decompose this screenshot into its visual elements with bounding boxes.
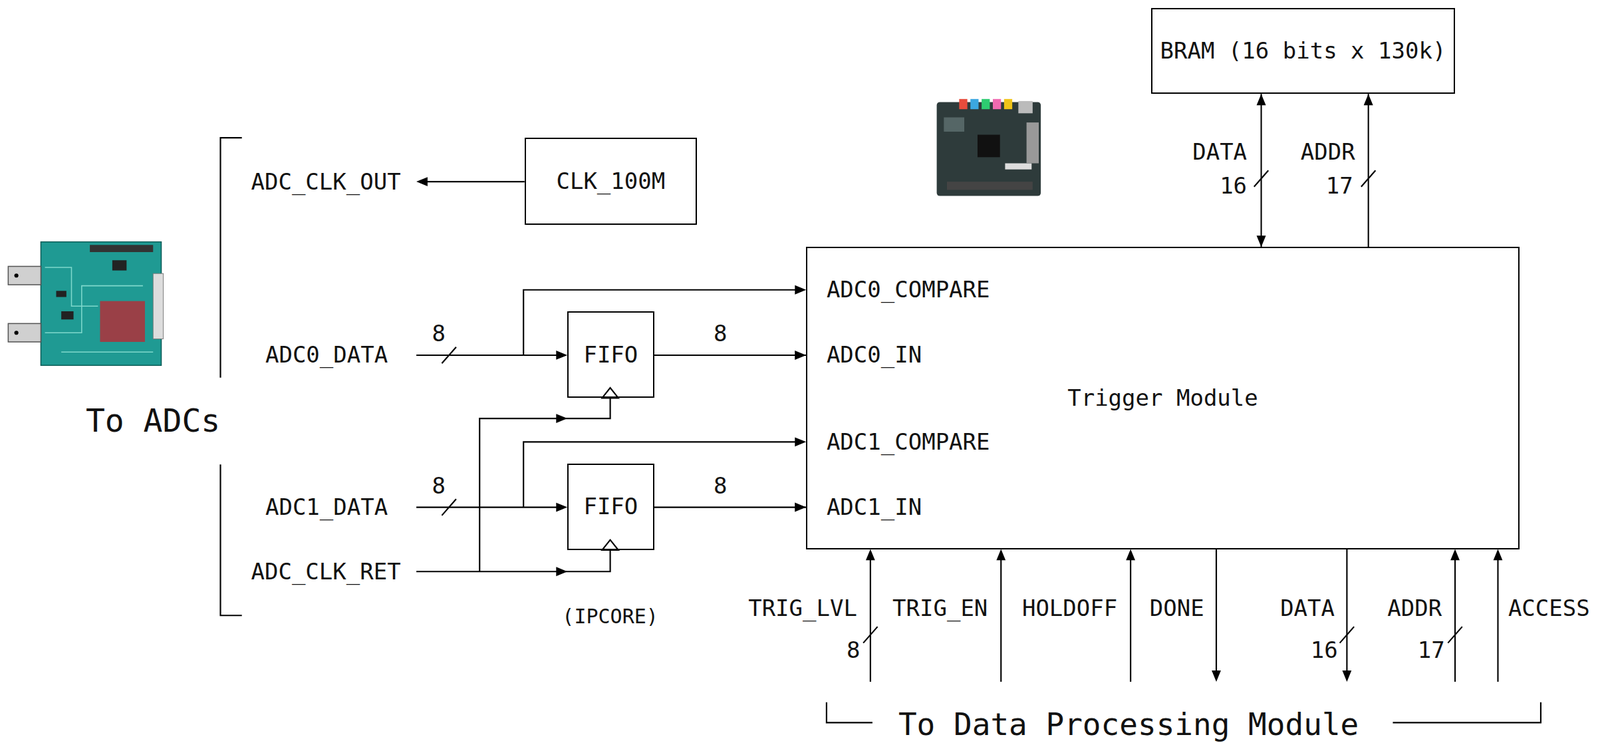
edge-label: DATA (1192, 138, 1247, 165)
bus-width: 8 (432, 472, 446, 499)
box-text: FIFO (583, 341, 638, 368)
signal-name: ADC1_DATA (265, 494, 388, 521)
connector-line (1367, 93, 1370, 247)
arrowhead (794, 350, 806, 360)
bus-width: 8 (432, 320, 446, 347)
port-name: ADC1_COMPARE (826, 428, 991, 455)
signal-name: ADC_CLK_OUT (250, 168, 401, 195)
signal-name: ADDR (1387, 595, 1442, 622)
box-text: CLK_100M (555, 168, 666, 195)
edge-label: ADDR (1300, 138, 1356, 165)
signal-name: DONE (1149, 595, 1205, 622)
wire-arrowheads (416, 176, 1503, 682)
signal-wires (220, 137, 1541, 723)
arrowhead (1256, 235, 1267, 247)
connector-line (654, 506, 807, 509)
bus-width: 17 (1326, 172, 1354, 199)
edge-label: 8 (713, 320, 727, 347)
signal-name: ADC0_DATA (265, 341, 388, 368)
box-text: Trigger Module (1067, 385, 1259, 411)
port-name: ADC1_IN (826, 494, 922, 521)
signal-name: ADC_CLK_RET (250, 558, 401, 585)
connector (654, 502, 807, 513)
group-label: To Data Processing Module (898, 706, 1359, 743)
bus-width: 16 (1219, 172, 1247, 199)
arrowhead (1256, 93, 1267, 106)
connector (654, 350, 807, 360)
connector-line (1260, 93, 1263, 247)
note-label: (IPCORE) (561, 605, 659, 629)
bus-width: 8 (846, 637, 860, 664)
signal-name: ACCESS (1508, 595, 1591, 622)
memory-box: BRAM (16 bits x 130k) (1151, 7, 1456, 94)
bus-width: 17 (1417, 637, 1446, 664)
adc-board-picture (7, 242, 163, 366)
signal-name: TRIG_EN (892, 595, 988, 622)
arrowhead (794, 502, 806, 513)
connector (1363, 93, 1374, 247)
fpga-board-picture (936, 99, 1042, 197)
fifo-box: FIFO (567, 463, 654, 550)
box-text: BRAM (16 bits x 130k) (1160, 37, 1447, 64)
connector (1256, 93, 1267, 247)
port-name: ADC0_COMPARE (826, 276, 991, 303)
port-name: ADC0_IN (826, 341, 922, 368)
signal-name: TRIG_LVL (748, 595, 858, 622)
clock-box: CLK_100M (524, 137, 697, 225)
bus-width: 16 (1310, 637, 1338, 664)
box-text: FIFO (583, 493, 638, 520)
fifo-box: FIFO (567, 311, 654, 398)
arrowhead (1363, 93, 1374, 106)
signal-name: HOLDOFF (1022, 595, 1118, 622)
connector-line (654, 354, 807, 356)
group-label: To ADCs (85, 402, 221, 439)
edge-label: 8 (713, 472, 727, 499)
signal-name: DATA (1280, 595, 1335, 622)
